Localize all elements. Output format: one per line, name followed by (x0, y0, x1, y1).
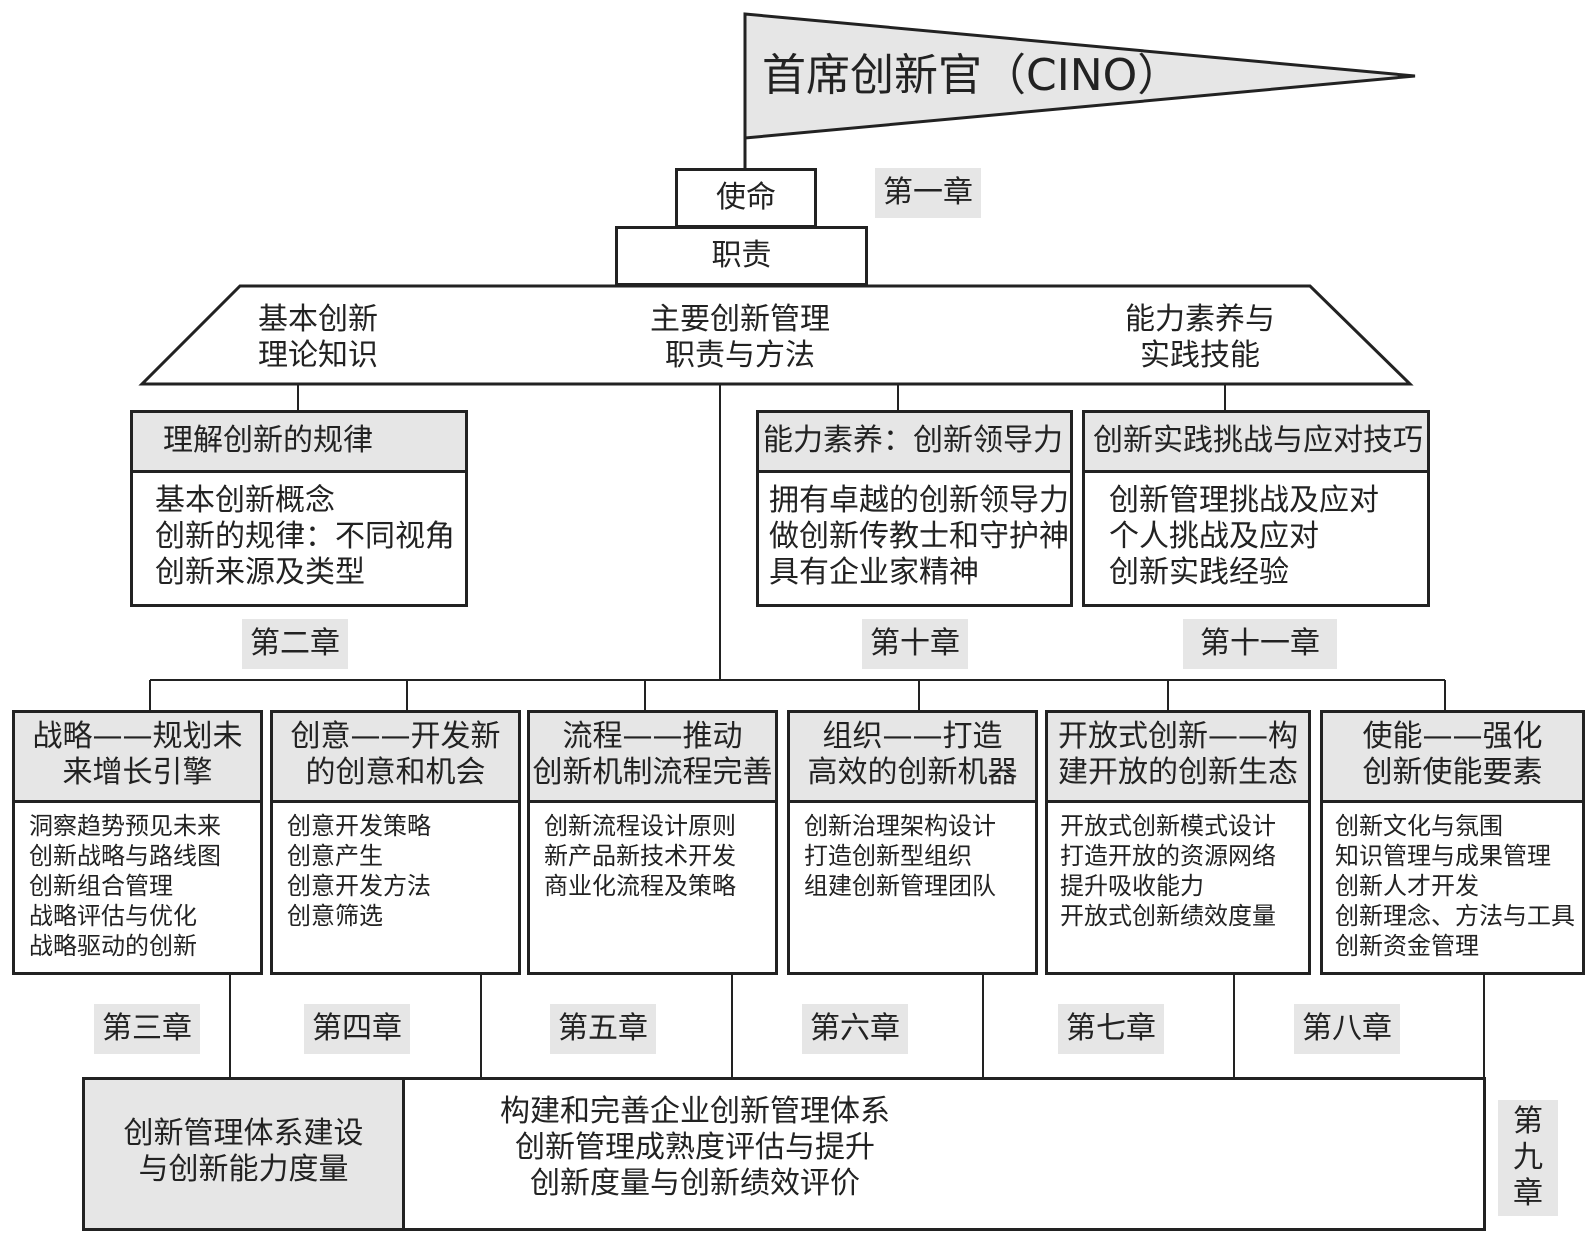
chapter-label: 第十一章 (1183, 619, 1337, 669)
upper-box-title: 创新实践挑战与应对技巧 (1085, 413, 1427, 473)
upper-box-challenges: 创新实践挑战与应对技巧 创新管理挑战及应对 个人挑战及应对 创新实践经验 (1082, 410, 1430, 607)
upper-box-title: 理解创新的规律 (133, 413, 465, 473)
chapter-label: 第八章 (1294, 1004, 1400, 1054)
bottom-box: 创新管理体系建设 与创新能力度量 构建和完善企业创新管理体系 创新管理成熟度评估… (82, 1077, 1486, 1231)
lower-box-title: 战略——规划未 来增长引擎 (15, 713, 260, 803)
lower-box-enablement: 使能——强化 创新使能要素 创新文化与氛围 知识管理与成果管理 创新人才开发 创… (1320, 710, 1585, 975)
upper-box-laws: 理解创新的规律 基本创新概念 创新的规律：不同视角 创新来源及类型 (130, 410, 468, 607)
chapter-label: 第七章 (1058, 1004, 1164, 1054)
bottom-box-items: 构建和完善企业创新管理体系 创新管理成熟度评估与提升 创新度量与创新绩效评价 (500, 1094, 890, 1201)
lower-box-process: 流程——推动 创新机制流程完善 创新流程设计原则 新产品新技术开发 商业化流程及… (527, 710, 778, 975)
lower-box-items: 创新文化与氛围 知识管理与成果管理 创新人才开发 创新理念、方法与工具 创新资金… (1335, 812, 1575, 960)
trapezoid-right-text: 能力素养与 实践技能 (1125, 302, 1275, 373)
trapezoid-shape (138, 284, 1414, 386)
chapter-label: 第三章 (94, 1004, 200, 1054)
lower-box-title: 创意——开发新 的创意和机会 (273, 713, 518, 803)
lower-box-items: 洞察趋势预见未来 创新战略与路线图 创新组合管理 战略评估与优化 战略驱动的创新 (29, 812, 221, 960)
lower-box-title: 流程——推动 创新机制流程完善 (530, 713, 775, 803)
trapezoid-middle-text: 主要创新管理 职责与方法 (650, 302, 830, 373)
mission-box: 使命 (675, 168, 817, 228)
duty-box: 职责 (615, 226, 868, 286)
lower-box-title: 组织——打造 高效的创新机器 (790, 713, 1035, 803)
lower-box-items: 开放式创新模式设计 打造开放的资源网络 提升吸收能力 开放式创新绩效度量 (1060, 812, 1276, 930)
lower-box-items: 创新治理架构设计 打造创新型组织 组建创新管理团队 (804, 812, 996, 900)
lower-box-items: 创意开发策略 创意产生 创意开发方法 创意筛选 (287, 812, 431, 930)
chapter-label: 第二章 (242, 619, 348, 669)
upper-box-leadership: 能力素养：创新领导力 拥有卓越的创新领导力 做创新传教士和守护神 具有企业家精神 (756, 410, 1073, 607)
upper-box-items: 拥有卓越的创新领导力 做创新传教士和守护神 具有企业家精神 (769, 483, 1069, 590)
upper-box-items: 创新管理挑战及应对 个人挑战及应对 创新实践经验 (1109, 483, 1379, 590)
upper-box-title: 能力素养：创新领导力 (759, 413, 1070, 473)
lower-box-title: 开放式创新——构 建开放的创新生态 (1048, 713, 1308, 803)
chapter-label: 第六章 (802, 1004, 908, 1054)
chapter-label: 第四章 (304, 1004, 410, 1054)
lower-box-organization: 组织——打造 高效的创新机器 创新治理架构设计 打造创新型组织 组建创新管理团队 (787, 710, 1038, 975)
flag-title: 首席创新官（CINO） (762, 50, 1182, 101)
lower-box-ideas: 创意——开发新 的创意和机会 创意开发策略 创意产生 创意开发方法 创意筛选 (270, 710, 521, 975)
upper-box-items: 基本创新概念 创新的规律：不同视角 创新来源及类型 (155, 483, 455, 590)
lower-box-title: 使能——强化 创新使能要素 (1323, 713, 1582, 803)
trapezoid-left-text: 基本创新 理论知识 (258, 302, 378, 373)
chapter-one-label: 第一章 (875, 168, 981, 218)
chapter-nine-label: 第 九 章 (1498, 1100, 1558, 1216)
lower-box-strategy: 战略——规划未 来增长引擎 洞察趋势预见未来 创新战略与路线图 创新组合管理 战… (12, 710, 263, 975)
lower-box-items: 创新流程设计原则 新产品新技术开发 商业化流程及策略 (544, 812, 736, 900)
bottom-box-title: 创新管理体系建设 与创新能力度量 (85, 1080, 405, 1228)
chapter-label: 第十章 (862, 619, 968, 669)
chapter-label: 第五章 (550, 1004, 656, 1054)
lower-box-open-innovation: 开放式创新——构 建开放的创新生态 开放式创新模式设计 打造开放的资源网络 提升… (1045, 710, 1311, 975)
